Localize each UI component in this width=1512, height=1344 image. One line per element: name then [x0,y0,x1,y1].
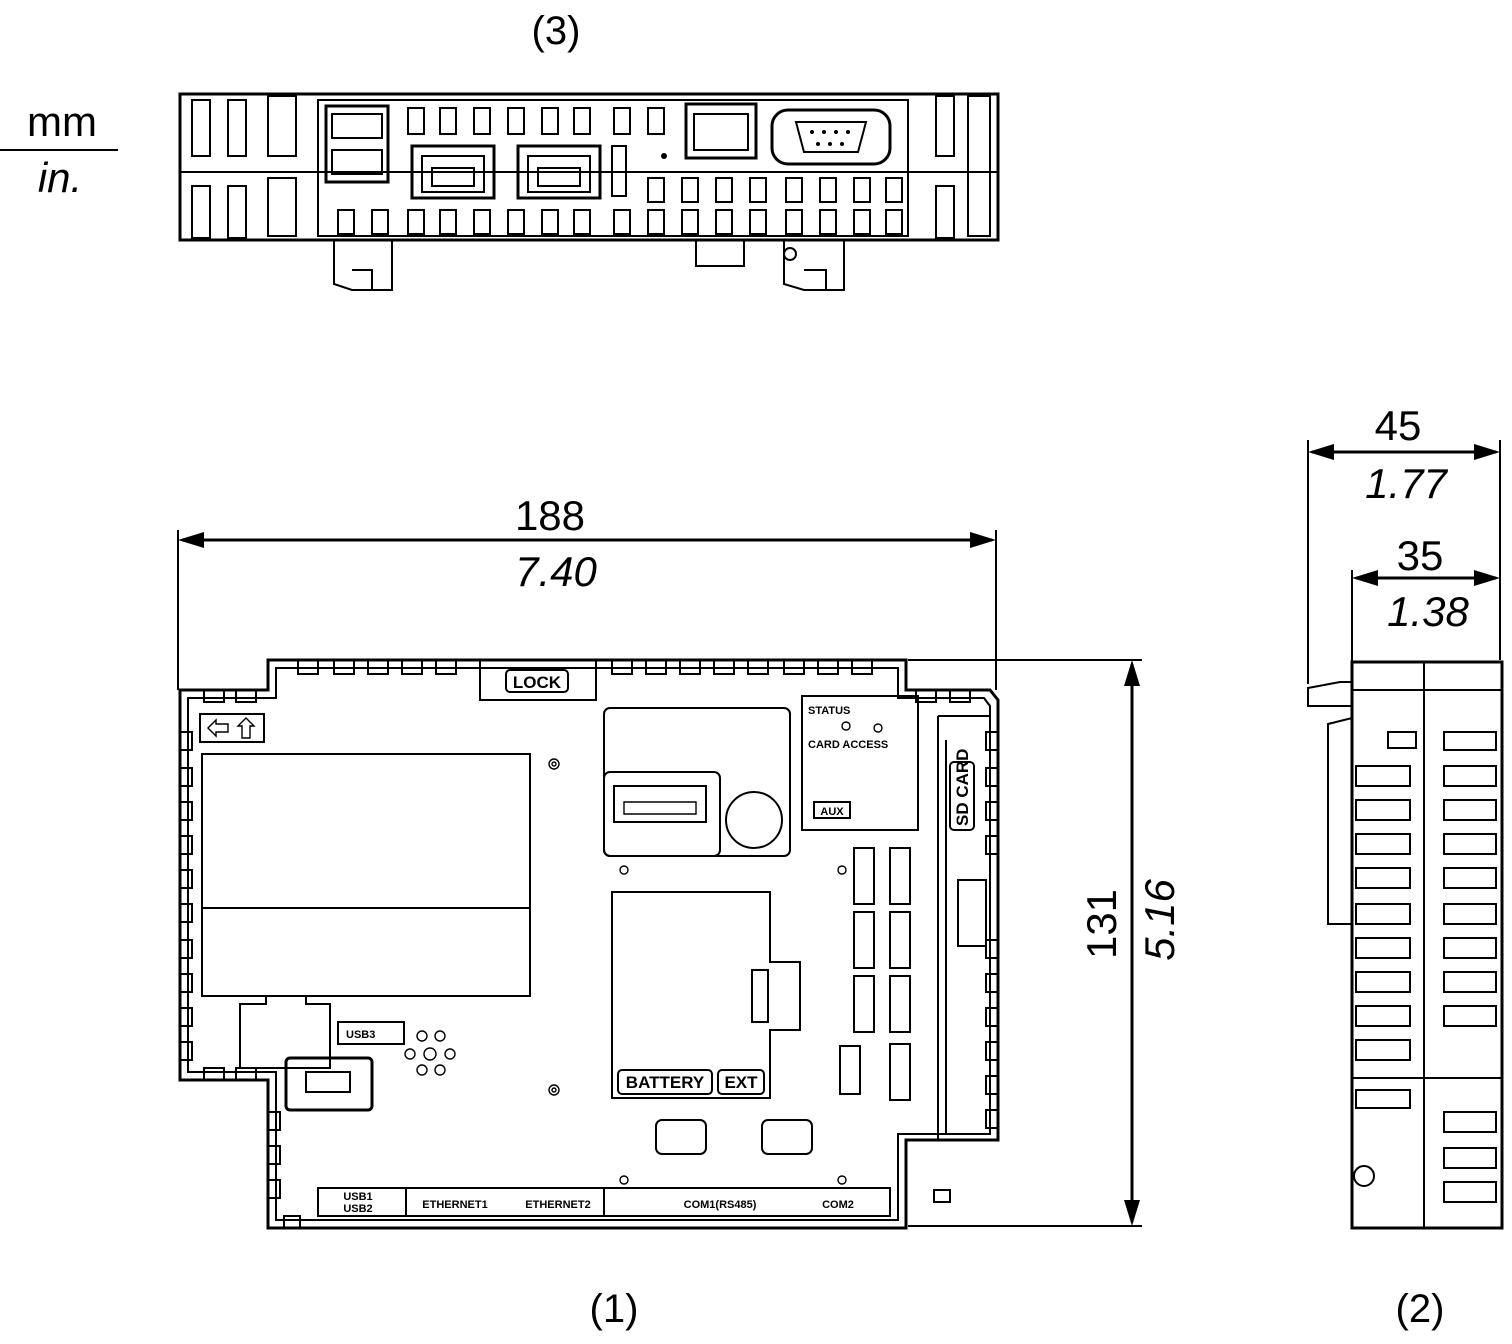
com2-label: COM2 [822,1199,854,1211]
top-side-louvers [191,95,991,239]
ethernet2-label: ETHERNET2 [525,1199,590,1211]
width-mm: 188 [515,492,585,539]
usb2-label: USB2 [343,1203,372,1215]
side-view-outline [1350,660,1504,1230]
depth-body-in: 1.38 [1387,588,1469,635]
battery-label: BATTERY [626,1073,705,1092]
depth-total-in: 1.77 [1365,460,1448,507]
usb3-port [284,1056,374,1112]
latch-right [761,1119,813,1155]
front-vent-slots [839,847,911,1101]
ethernet1-port [410,144,496,200]
top-vent-slots [337,107,903,235]
depth-body-dimension: 35 1.38 [1351,532,1500,662]
com1-label: COM1(RS485) [684,1199,757,1211]
usb3-label: USB3 [346,1029,375,1041]
card-access-led [873,723,883,733]
status-panel [801,695,919,831]
label-area [201,753,531,997]
expansion-cover [603,707,791,857]
latch-left [655,1119,707,1155]
unit-mm: mm [27,98,97,145]
com1-port [684,102,758,160]
side-bezel-lip [1307,681,1353,707]
top-view [178,92,1000,291]
front-view: LOCK STATUS CARD ACCESS AUX [178,658,1000,1230]
mounting-screws [548,758,847,1185]
sd-card-label: SD CARD [953,749,972,826]
direction-arrows-icon [199,713,265,743]
aux-label: AUX [820,806,844,818]
height-in: 5.16 [1136,878,1183,960]
aux-box [813,801,851,819]
units-legend: mm in. [0,98,118,201]
coin-cell-outline [725,791,783,849]
width-dimension: 188 7.40 [177,492,997,690]
usb-type-a-slot [613,785,707,823]
width-in: 7.40 [515,548,597,595]
top-din-clips [333,240,845,291]
unit-in: in. [38,154,82,201]
battery-cover [611,891,801,1099]
usb1-label: USB1 [343,1191,372,1203]
top-connector-panel [317,99,909,237]
front-perimeter-tabs [179,659,999,1229]
height-dimension: 131 5.16 [908,659,1183,1227]
lock-label: LOCK [513,673,562,692]
ethernet1-label: ETHERNET1 [422,1199,487,1211]
side-vent-slots [1355,731,1497,1203]
caption-front-view: (1) [590,1287,639,1331]
top-view-outline [178,92,1000,242]
com2-port [770,108,892,166]
depth-total-mm: 45 [1375,402,1422,449]
lock-label-box [505,669,569,693]
card-access-label: CARD ACCESS [808,739,888,751]
height-mm: 131 [1078,889,1125,959]
depth-body-mm: 35 [1397,532,1444,579]
ext-label: EXT [724,1073,758,1092]
caption-top-view: (3) [532,9,581,53]
usb1-usb2-ports [324,104,390,184]
status-led [841,721,851,731]
dip-switch-icon [404,1030,456,1076]
status-label: STATUS [808,705,850,717]
side-view [1307,660,1504,1230]
ethernet2-port [516,144,602,200]
caption-side-view: (2) [1396,1287,1445,1331]
sd-card-rail [937,715,990,1140]
depth-total-dimension: 45 1.77 [1307,402,1501,684]
